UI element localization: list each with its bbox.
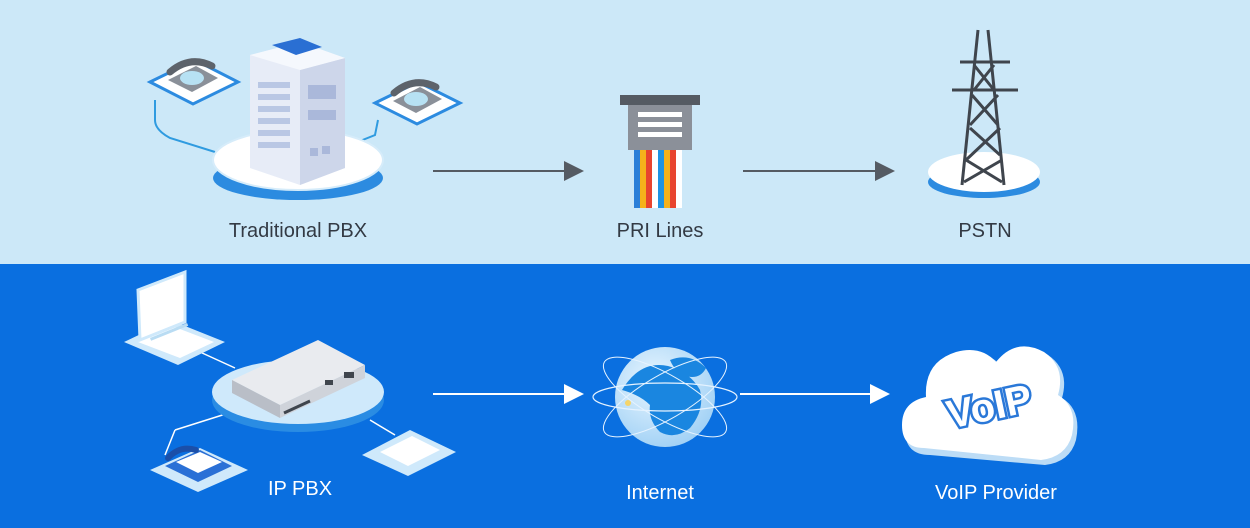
globe-icon [592, 347, 738, 447]
ip-pbx-appliance-icon [124, 269, 456, 492]
label-voip-provider: VoIP Provider [935, 482, 1057, 504]
traditional-section [0, 0, 1250, 264]
label-internet: Internet [626, 482, 694, 504]
label-ip-pbx: IP PBX [267, 478, 333, 500]
transmission-tower-icon [928, 29, 1040, 198]
voip-cloud-icon [902, 346, 1078, 465]
pri-lines-icon [620, 95, 700, 208]
label-traditional-pbx: Traditional PBX [228, 220, 368, 242]
label-pri-lines: PRI Lines [616, 220, 704, 242]
label-pstn: PSTN [958, 220, 1012, 242]
pbx-tower-icon [146, 38, 464, 200]
